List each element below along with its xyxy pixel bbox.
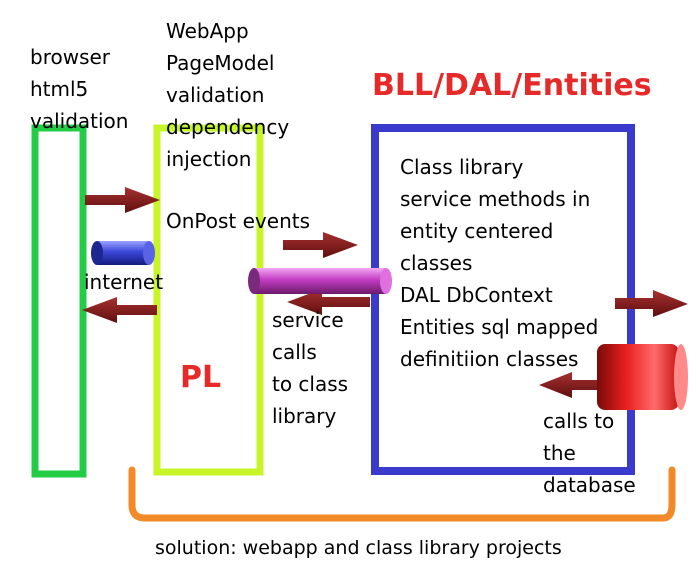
internet-cylinder xyxy=(91,241,155,265)
pl-box xyxy=(153,124,264,476)
arrow-bll-to-pl xyxy=(287,289,370,315)
arrow-browser-to-pl xyxy=(85,187,160,213)
service-calls-label: service calls to class library xyxy=(272,308,349,428)
browser-box xyxy=(31,124,87,478)
arrow-db-to-bll xyxy=(539,372,598,398)
browser-label: browser html5 validation xyxy=(30,45,129,133)
db-calls-label: calls to the database xyxy=(543,409,636,497)
service-cylinder xyxy=(248,268,392,294)
arrow-pl-to-bll xyxy=(283,232,358,258)
database-cylinder xyxy=(597,344,688,410)
class-library-label: Class library service methods in entity … xyxy=(400,155,599,371)
internet-label: internet xyxy=(84,270,164,294)
solution-label: solution: webapp and class library proje… xyxy=(155,537,562,559)
arrow-pl-to-browser xyxy=(82,297,157,323)
arrow-bll-to-db xyxy=(615,290,688,317)
pl-label: PL xyxy=(180,360,222,395)
solution-bracket xyxy=(128,466,676,522)
webapp-label: WebApp PageModel validation dependency i… xyxy=(166,19,290,171)
bll-title: BLL/DAL/Entities xyxy=(372,68,652,103)
onpost-label: OnPost events xyxy=(166,209,311,233)
